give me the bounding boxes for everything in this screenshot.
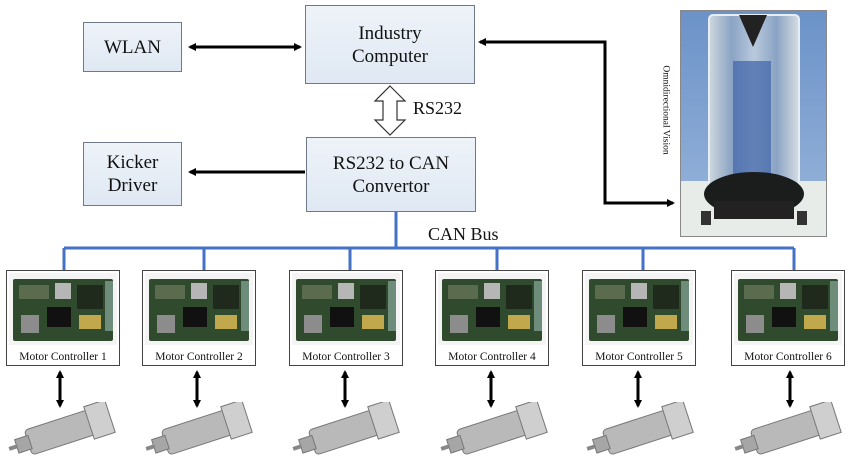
kicker-driver-box: Kicker Driver xyxy=(83,142,182,206)
motor-controller-3: Motor Controller 3 xyxy=(289,270,403,366)
motor-4 xyxy=(440,402,548,455)
kicker-driver-label-line2: Driver xyxy=(107,175,158,196)
controller-board-image xyxy=(438,273,546,345)
computer-vision-arrow xyxy=(478,38,675,207)
motor-controller-2: Motor Controller 2 xyxy=(142,270,256,366)
industry-computer-label-line1: Industry xyxy=(358,22,422,44)
motor-controller-5-label: Motor Controller 5 xyxy=(595,351,683,363)
kicker-driver-label-line1: Kicker xyxy=(106,152,159,173)
vision-label-container: Omnidirectional Vision xyxy=(656,40,676,180)
motor-controller-1: Motor Controller 1 xyxy=(6,270,120,366)
controller-board-image xyxy=(734,273,842,345)
vision-camera-image xyxy=(681,11,826,236)
motor-1 xyxy=(8,402,116,455)
industry-computer-box: Industry Computer xyxy=(305,5,475,84)
rs232-hollow-arrow xyxy=(373,85,407,136)
motor-5 xyxy=(586,402,694,455)
industry-computer-label-line2: Computer xyxy=(352,45,428,67)
controller-board-image xyxy=(145,273,253,345)
convertor-box: RS232 to CAN Convertor xyxy=(306,137,476,212)
motor-controller-6-label: Motor Controller 6 xyxy=(744,351,832,363)
motor-controller-3-label: Motor Controller 3 xyxy=(302,351,390,363)
motor-2 xyxy=(145,402,253,455)
convertor-label-line1: RS232 to CAN xyxy=(332,152,450,174)
controller-board-image xyxy=(585,273,693,345)
motor-3 xyxy=(292,402,400,455)
motor-controller-6: Motor Controller 6 xyxy=(731,270,845,366)
controller-board-image xyxy=(292,273,400,345)
motor-controller-2-label: Motor Controller 2 xyxy=(155,351,243,363)
motor-controller-4: Motor Controller 4 xyxy=(435,270,549,366)
can-bus-label: CAN Bus xyxy=(428,224,499,244)
vision-label: Omnidirectional Vision xyxy=(661,65,672,155)
wlan-box: WLAN xyxy=(83,22,182,72)
controller-board-image xyxy=(9,273,117,345)
omnidirectional-vision-photo xyxy=(680,10,827,237)
motor-6 xyxy=(734,402,842,455)
motor-controller-4-label: Motor Controller 4 xyxy=(448,351,536,363)
can-bus xyxy=(62,212,796,270)
wlan-label: WLAN xyxy=(104,36,161,58)
rs232-link-label: RS232 xyxy=(413,98,463,118)
motor-controller-5: Motor Controller 5 xyxy=(582,270,696,366)
convertor-label-line2: Convertor xyxy=(352,175,430,197)
motor-controller-1-label: Motor Controller 1 xyxy=(19,351,107,363)
